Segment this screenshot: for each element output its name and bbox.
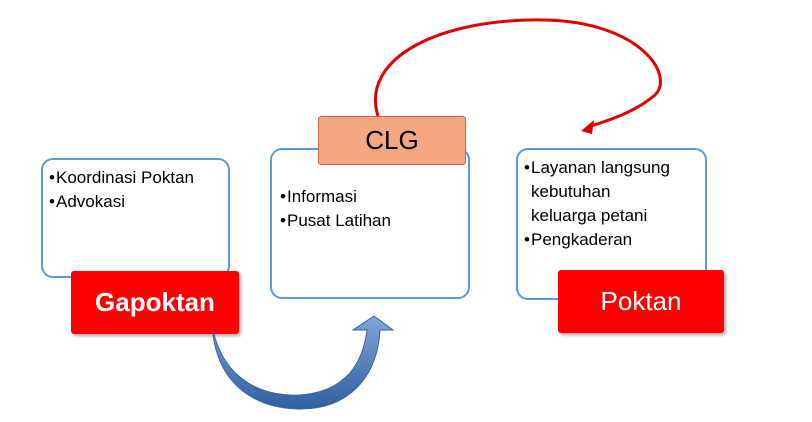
clg-bullet-2: •Pusat Latihan: [280, 211, 391, 230]
clg-bullets: •Informasi •Pusat Latihan: [280, 185, 391, 233]
poktan-bullets: •Layanan langsung kebutuhan keluarga pet…: [524, 156, 670, 252]
poktan-bullet-2: •Pengkaderan: [524, 230, 633, 249]
gapoktan-bullet-1: •Koordinasi Poktan: [49, 168, 194, 187]
gapoktan-bullet-2: •Advokasi: [49, 192, 125, 211]
gapoktan-box: •Koordinasi Poktan •Advokasi: [41, 158, 230, 278]
clg-bullet-1: •Informasi: [280, 187, 357, 206]
clg-title: CLG: [318, 116, 466, 165]
blue-curved-arrow: [212, 315, 395, 410]
gapoktan-label: Gapoktan: [71, 271, 239, 334]
red-arrowhead: [581, 120, 594, 134]
gapoktan-bullets: •Koordinasi Poktan •Advokasi: [49, 166, 194, 214]
poktan-bullet-1: •Layanan langsung kebutuhan keluarga pet…: [524, 158, 670, 225]
poktan-label: Poktan: [558, 270, 724, 333]
red-curved-arrow: [374, 18, 662, 129]
